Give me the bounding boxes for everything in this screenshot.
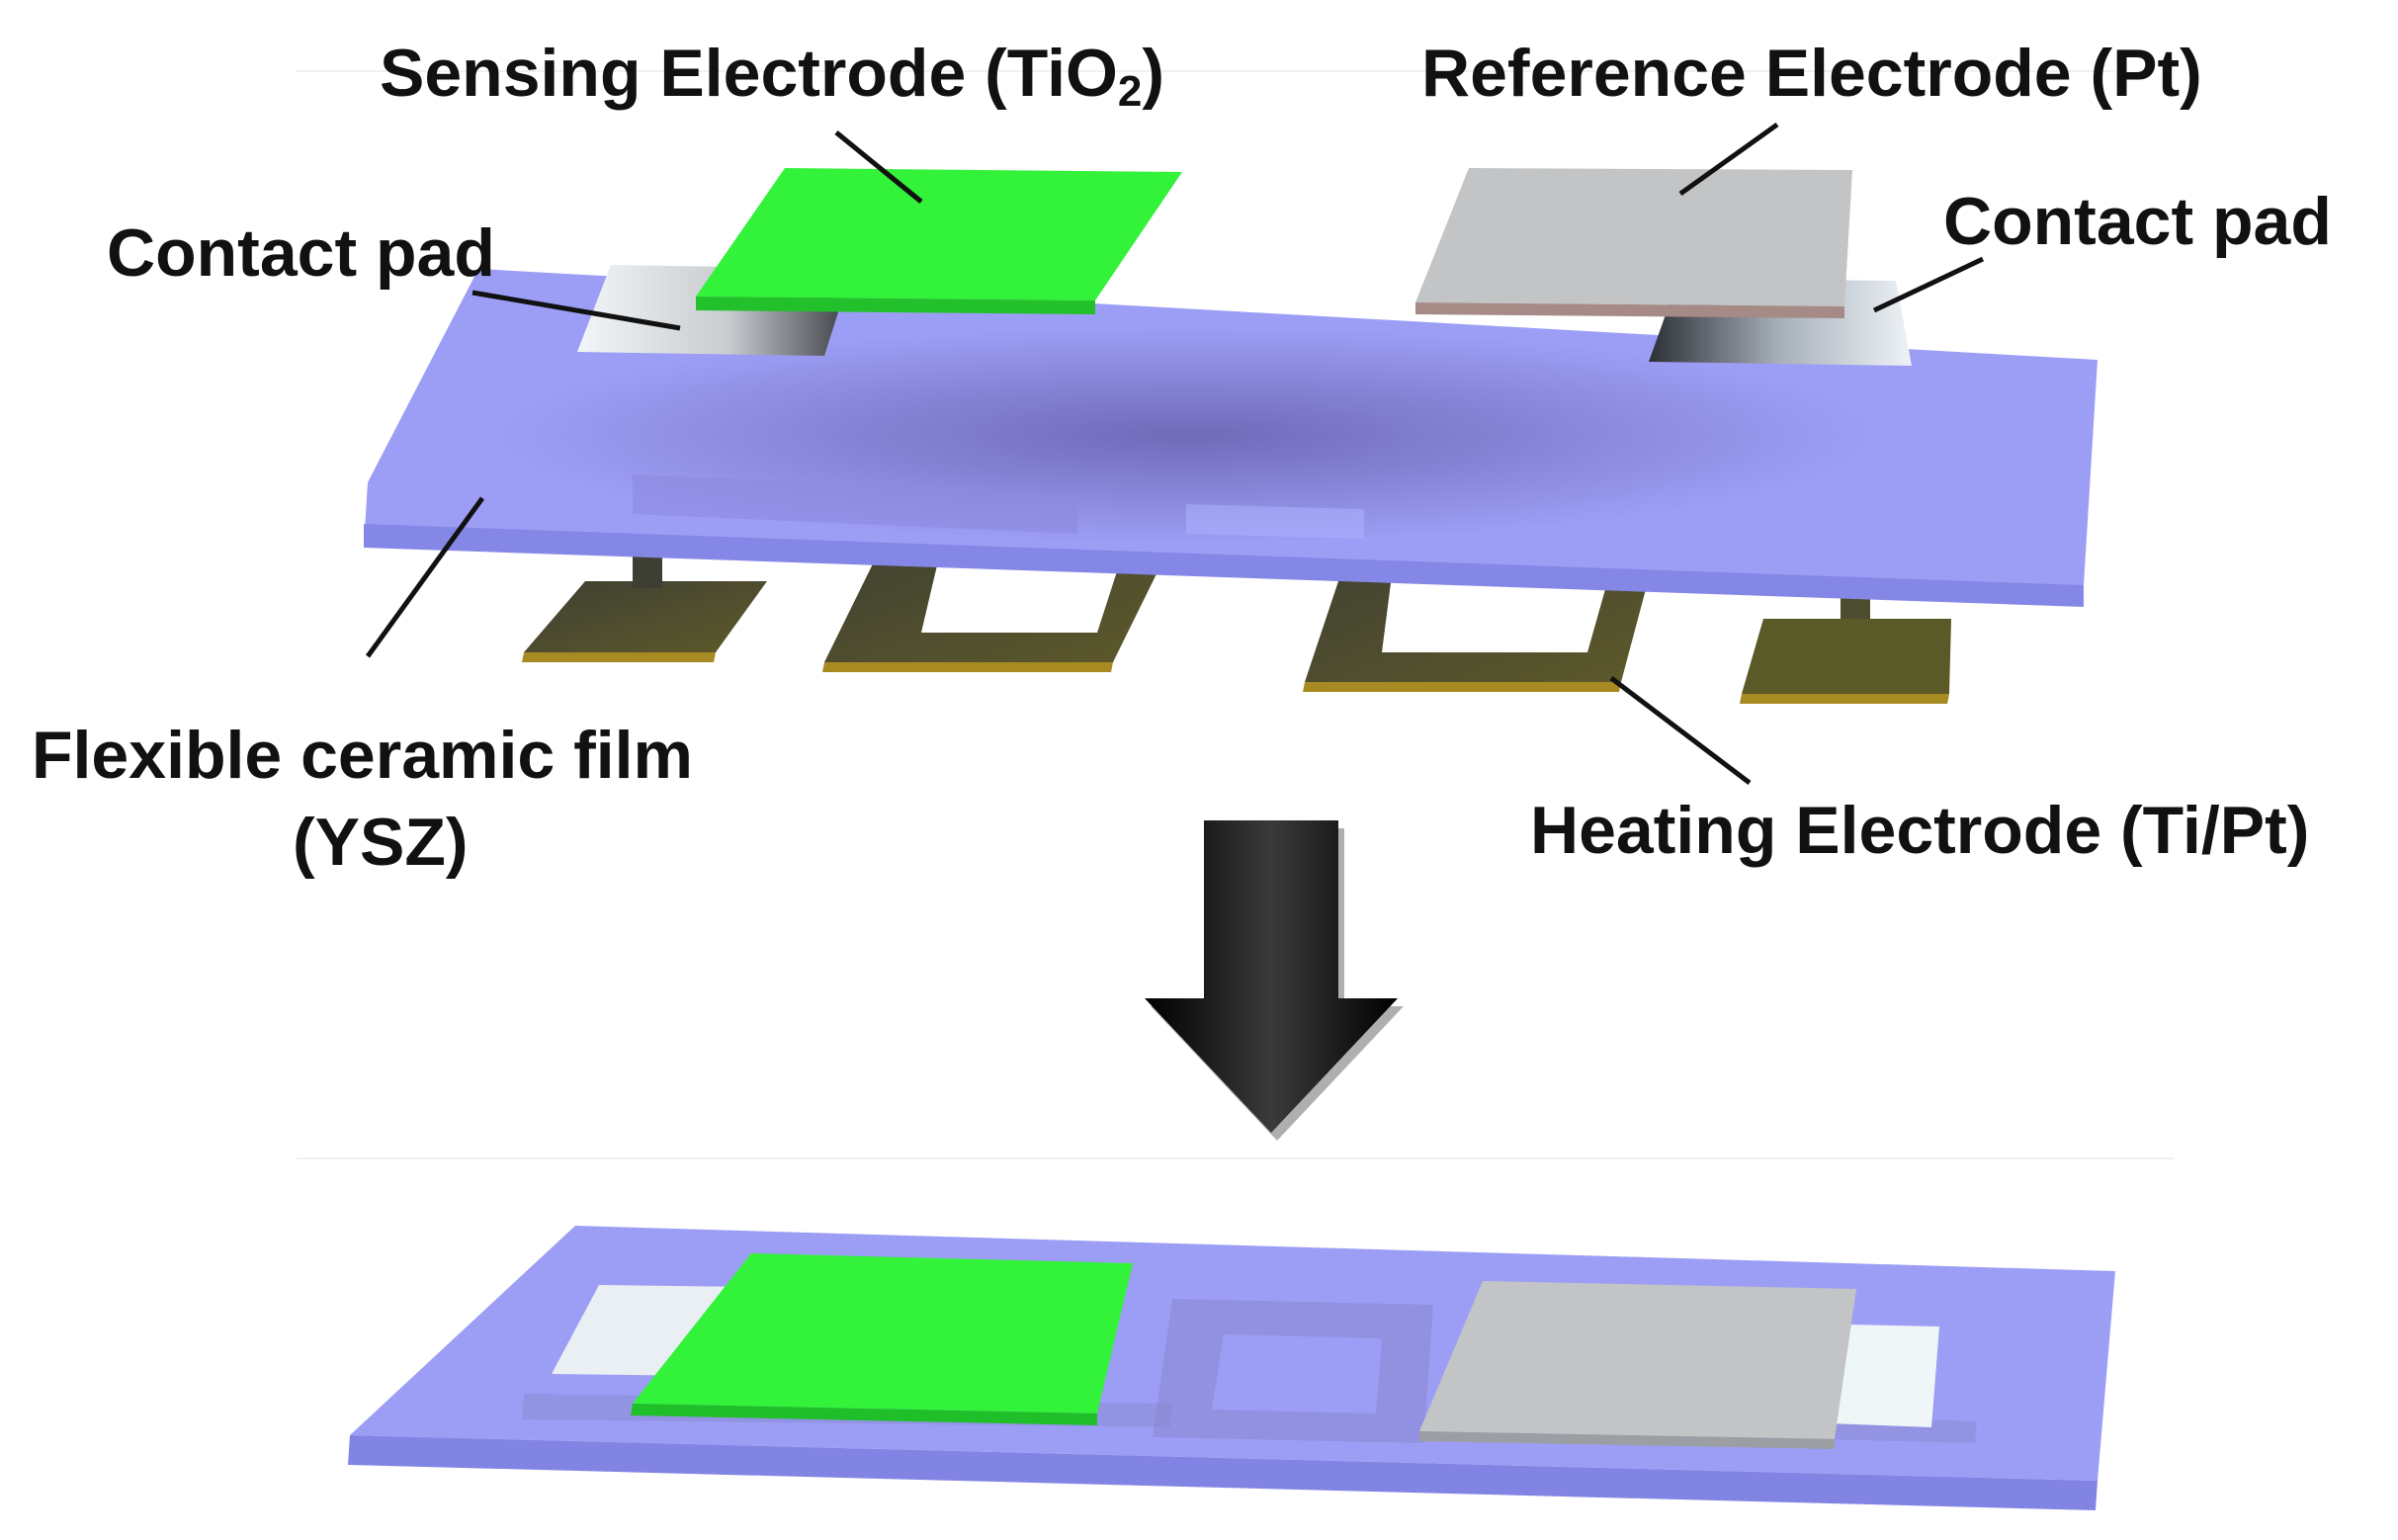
ceramic-film-label-line1: Flexible ceramic film [32, 718, 693, 793]
ceramic-film-label-line2: (YSZ) [293, 805, 469, 880]
sensing-electrode-label-close: ) [1142, 36, 1165, 111]
reference-electrode-bottom [1419, 1281, 1856, 1439]
contact-pad-right-bottom [1829, 1325, 1939, 1427]
contact-pad-left-label: Contact pad [107, 215, 495, 291]
sensing-electrode-bottom [633, 1253, 1133, 1413]
sensing-electrode-label: Sensing Electrode (TiO2) [380, 40, 1164, 114]
assembled-sensor [348, 1226, 2115, 1510]
leader-lines [365, 122, 1985, 785]
sensing-electrode-top [696, 168, 1182, 314]
heating-electrode-label: Heating Electrode (Ti/Pt) [1530, 793, 2310, 868]
contact-pad-right-label: Contact pad [1943, 184, 2332, 259]
sensing-electrode-label-text: Sensing Electrode (TiO [380, 36, 1118, 111]
down-arrow-icon [1145, 820, 1404, 1141]
sensing-electrode-label-subscript: 2 [1117, 67, 1143, 116]
reference-electrode-label: Reference Electrode (Pt) [1421, 36, 2202, 111]
reference-electrode-top [1415, 168, 1852, 318]
